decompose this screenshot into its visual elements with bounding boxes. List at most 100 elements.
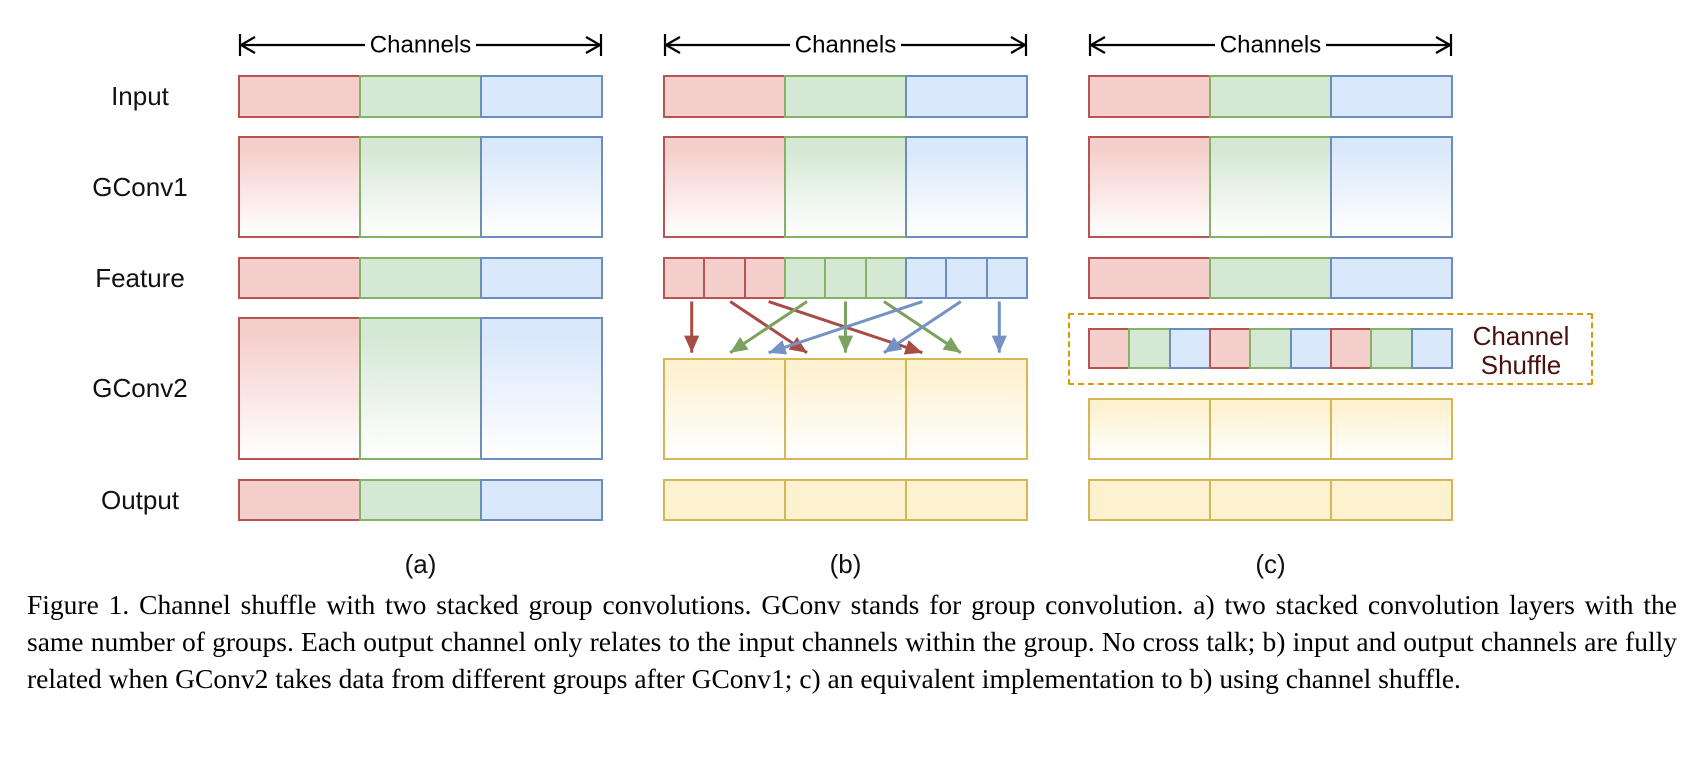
output-row bbox=[238, 479, 603, 521]
shuffle-arrows bbox=[684, 300, 1007, 355]
gconv2-row bbox=[663, 358, 1028, 460]
channels-label: Channels bbox=[1220, 32, 1321, 59]
blue-channel-block bbox=[905, 75, 1028, 118]
arrow-stroke bbox=[240, 36, 256, 54]
yellow-channel-block bbox=[784, 358, 907, 460]
channel-shuffle-dashed-box: Channel Shuffle bbox=[1068, 313, 1593, 385]
red-channel-block bbox=[238, 317, 361, 460]
gconv1-row bbox=[238, 136, 603, 238]
green-channel-block bbox=[864, 257, 907, 299]
green-channel-block bbox=[1209, 136, 1332, 238]
shuffle-arrow-green-4-to-2 bbox=[729, 300, 808, 354]
panel-label-b: (b) bbox=[829, 549, 862, 579]
input-row bbox=[1088, 75, 1453, 118]
shuffle-arrow-red-3-to-7 bbox=[768, 300, 923, 355]
red-channel-block bbox=[1088, 257, 1211, 299]
arrow-stroke bbox=[1010, 36, 1026, 54]
row-label-gconv1: GConv1 bbox=[92, 171, 188, 202]
blue-channel-block bbox=[1330, 75, 1453, 118]
row-label-output: Output bbox=[100, 484, 180, 515]
panel-a: Channels bbox=[238, 0, 603, 585]
red-channel-block bbox=[1088, 75, 1211, 118]
blue-channel-block bbox=[480, 257, 603, 299]
green-channel-block bbox=[359, 479, 482, 521]
channel-shuffle-label: Channel Shuffle bbox=[1454, 322, 1588, 380]
yellow-channel-block bbox=[1330, 398, 1453, 460]
channels-label: Channels bbox=[370, 32, 471, 59]
row-label-gconv2: GConv2 bbox=[92, 373, 188, 403]
blue-channel-block bbox=[1330, 257, 1453, 299]
blue-channel-block bbox=[905, 136, 1028, 238]
row-label-input: Input bbox=[111, 81, 169, 111]
green-channel-block bbox=[1209, 75, 1332, 118]
figure-caption: Figure 1. Channel shuffle with two stack… bbox=[27, 589, 1677, 694]
yellow-channel-block bbox=[1088, 398, 1211, 460]
yellow-channel-block bbox=[1209, 479, 1332, 521]
green-channel-block bbox=[783, 257, 827, 299]
blue-channel-block bbox=[480, 136, 603, 238]
gconv1-row bbox=[663, 136, 1028, 238]
red-channel-block bbox=[663, 75, 786, 118]
green-channel-block bbox=[359, 317, 482, 460]
green-channel-block bbox=[824, 257, 867, 299]
green-channel-block bbox=[784, 136, 907, 238]
green-channel-block bbox=[1370, 328, 1413, 369]
yellow-channel-block bbox=[1330, 479, 1453, 521]
green-channel-block bbox=[1209, 257, 1332, 299]
green-channel-block bbox=[359, 75, 482, 118]
channels-span-arrow: Channels bbox=[663, 32, 1028, 59]
red-channel-block bbox=[238, 479, 361, 521]
channels-span-arrow: Channels bbox=[1088, 32, 1453, 59]
yellow-channel-block bbox=[663, 479, 786, 521]
input-row bbox=[238, 75, 603, 118]
green-channel-block bbox=[359, 136, 482, 238]
shuffled-channels-row bbox=[1088, 328, 1453, 369]
row-label-feature: Feature bbox=[95, 262, 185, 293]
shuffle-arrow-blue-8-to-6 bbox=[883, 300, 962, 354]
blue-channel-block bbox=[480, 317, 603, 460]
gconv2-row bbox=[1088, 398, 1453, 460]
red-channel-block bbox=[1088, 136, 1211, 238]
arrow-stroke bbox=[1090, 36, 1106, 54]
shuffle-arrow-green-6-to-8 bbox=[883, 300, 962, 354]
green-channel-block bbox=[1249, 328, 1292, 369]
panel-label-a: (a) bbox=[404, 549, 437, 579]
yellow-channel-block bbox=[663, 358, 786, 460]
panel-b: Channels bbox=[663, 0, 1028, 585]
blue-channel-block bbox=[480, 75, 603, 118]
blue-channel-block bbox=[480, 479, 603, 521]
red-channel-block bbox=[743, 257, 786, 299]
channel-shuffle-label-line1: Channel bbox=[1472, 321, 1570, 351]
yellow-channel-block bbox=[905, 479, 1028, 521]
channels-span-arrow: Channels bbox=[238, 32, 603, 59]
green-channel-block bbox=[784, 75, 907, 118]
yellow-channel-block bbox=[1088, 479, 1211, 521]
panel-c: Channels bbox=[1088, 0, 1453, 585]
arrow-stroke bbox=[1435, 36, 1451, 54]
red-channel-block bbox=[703, 257, 746, 299]
blue-channel-block bbox=[904, 257, 948, 299]
feature-row bbox=[238, 257, 603, 299]
yellow-channel-block bbox=[1209, 398, 1332, 460]
shuffle-arrow-red-2-to-4 bbox=[729, 300, 808, 354]
blue-channel-block bbox=[1330, 136, 1453, 238]
shuffle-arrow-blue-7-to-3 bbox=[768, 300, 923, 355]
red-channel-block bbox=[663, 136, 786, 238]
channel-shuffle-label-line2: Shuffle bbox=[1480, 350, 1562, 380]
feature-row bbox=[1088, 257, 1453, 299]
arrow-stroke bbox=[585, 36, 601, 54]
gconv1-row bbox=[1088, 136, 1453, 238]
blue-channel-block bbox=[945, 257, 988, 299]
output-row bbox=[663, 479, 1028, 521]
blue-channel-block bbox=[1410, 328, 1453, 369]
arrow-stroke bbox=[665, 36, 681, 54]
input-row bbox=[663, 75, 1028, 118]
channels-label: Channels bbox=[795, 32, 896, 59]
red-channel-block bbox=[238, 75, 361, 118]
panel-label-c: (c) bbox=[1255, 549, 1286, 579]
blue-channel-block bbox=[985, 257, 1028, 299]
feature-subdivided-row bbox=[663, 257, 1028, 299]
yellow-channel-block bbox=[784, 479, 907, 521]
yellow-channel-block bbox=[905, 358, 1028, 460]
